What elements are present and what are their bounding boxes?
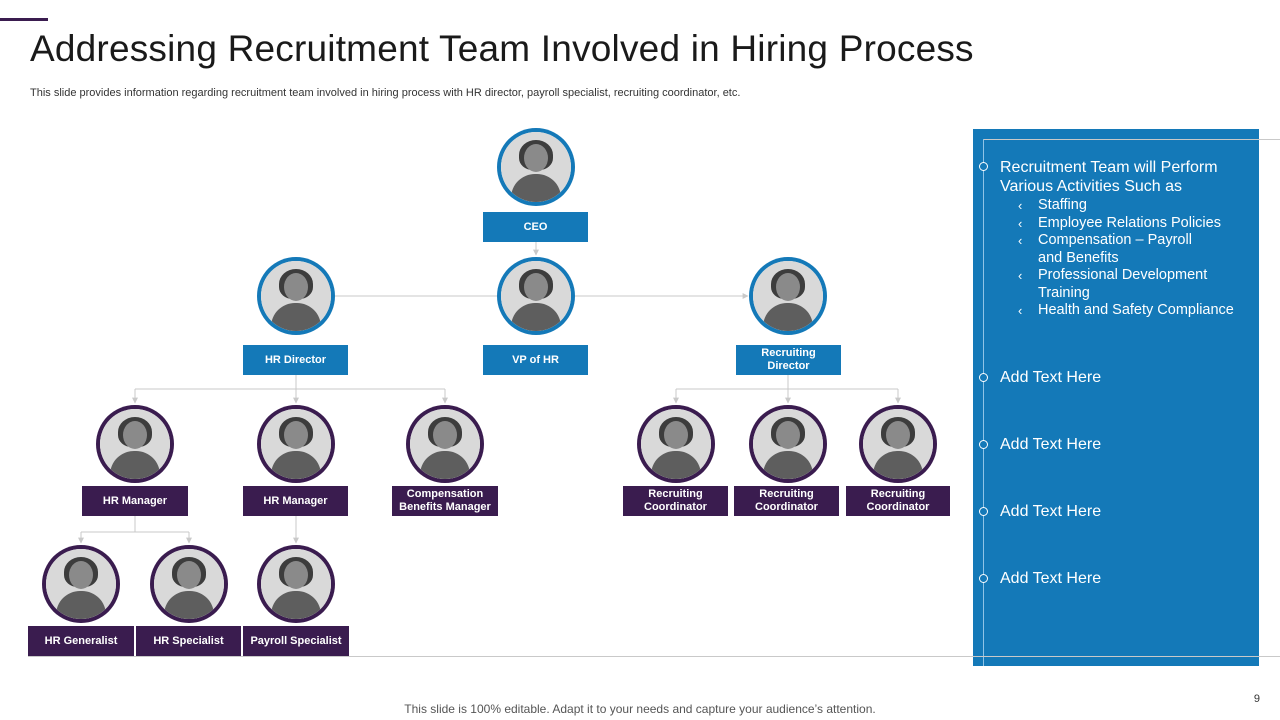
- timeline-dot-2: [979, 373, 988, 382]
- hr-specialist-label: HR Specialist: [136, 626, 241, 656]
- placeholder-text-4[interactable]: Add Text Here: [1000, 570, 1102, 587]
- hr-generalist-label: HR Generalist: [28, 626, 134, 656]
- placeholder-text-1[interactable]: Add Text Here: [1000, 369, 1102, 386]
- timeline-dot-1: [979, 162, 988, 171]
- slide-subtitle: This slide provides information regardin…: [30, 87, 741, 99]
- chevron-left-icon: ‹: [1018, 233, 1023, 248]
- ceo-photo: [497, 128, 575, 206]
- activities-list: ‹Staffing ‹Employee Relations Policies ‹…: [1018, 197, 1254, 320]
- recruiting-director-photo: [749, 257, 827, 335]
- bottom-rule: [28, 656, 1280, 657]
- slide-title: Addressing Recruitment Team Involved in …: [30, 28, 974, 69]
- chevron-left-icon: ‹: [1018, 198, 1023, 213]
- hr-manager-1-label: HR Manager: [82, 486, 188, 516]
- recruiting-coordinator-2-label: Recruiting Coordinator: [734, 486, 839, 516]
- panel-heading: Recruitment Team will Perform Various Ac…: [1000, 159, 1218, 195]
- recruiting-coordinator-1-photo: [637, 405, 715, 483]
- hr-manager-1-photo: [96, 405, 174, 483]
- compensation-manager-label: Compensation Benefits Manager: [392, 486, 498, 516]
- placeholder-text-3[interactable]: Add Text Here: [1000, 503, 1102, 520]
- recruiting-coordinator-1-label: Recruiting Coordinator: [623, 486, 728, 516]
- hr-manager-2-label: HR Manager: [243, 486, 348, 516]
- panel-top-rule: [983, 139, 1280, 140]
- vp-hr-photo: [497, 257, 575, 335]
- page-number: 9: [1253, 693, 1260, 705]
- slide-footer: This slide is 100% editable. Adapt it to…: [404, 702, 876, 716]
- list-item: ‹Staffing: [1018, 197, 1087, 213]
- hr-generalist-photo: [42, 545, 120, 623]
- timeline-dot-3: [979, 440, 988, 449]
- hr-manager-2-photo: [257, 405, 335, 483]
- list-item: ‹Compensation – Payroll and Benefits: [1018, 232, 1192, 266]
- vp-hr-label: VP of HR: [483, 345, 588, 375]
- activities-panel: [973, 129, 1259, 666]
- hr-director-label: HR Director: [243, 345, 348, 375]
- hr-director-photo: [257, 257, 335, 335]
- chevron-left-icon: ‹: [1018, 268, 1023, 283]
- placeholder-text-2[interactable]: Add Text Here: [1000, 436, 1102, 453]
- list-item: ‹Health and Safety Compliance: [1018, 302, 1234, 318]
- recruiting-coordinator-3-label: Recruiting Coordinator: [846, 486, 950, 516]
- timeline-dot-5: [979, 574, 988, 583]
- ceo-label: CEO: [483, 212, 588, 242]
- chevron-left-icon: ‹: [1018, 303, 1023, 318]
- compensation-manager-photo: [406, 405, 484, 483]
- title-accent-line: [0, 18, 48, 21]
- recruiting-coordinator-3-photo: [859, 405, 937, 483]
- hr-specialist-photo: [150, 545, 228, 623]
- chevron-left-icon: ‹: [1018, 215, 1023, 231]
- list-item: ‹Professional Development Training: [1018, 267, 1208, 301]
- recruiting-coordinator-2-photo: [749, 405, 827, 483]
- payroll-specialist-label: Payroll Specialist: [243, 626, 349, 656]
- timeline-dot-4: [979, 507, 988, 516]
- panel-timeline-rail: [983, 139, 984, 666]
- list-item: ‹Employee Relations Policies: [1018, 214, 1221, 231]
- recruiting-director-label: Recruiting Director: [736, 345, 841, 375]
- payroll-specialist-photo: [257, 545, 335, 623]
